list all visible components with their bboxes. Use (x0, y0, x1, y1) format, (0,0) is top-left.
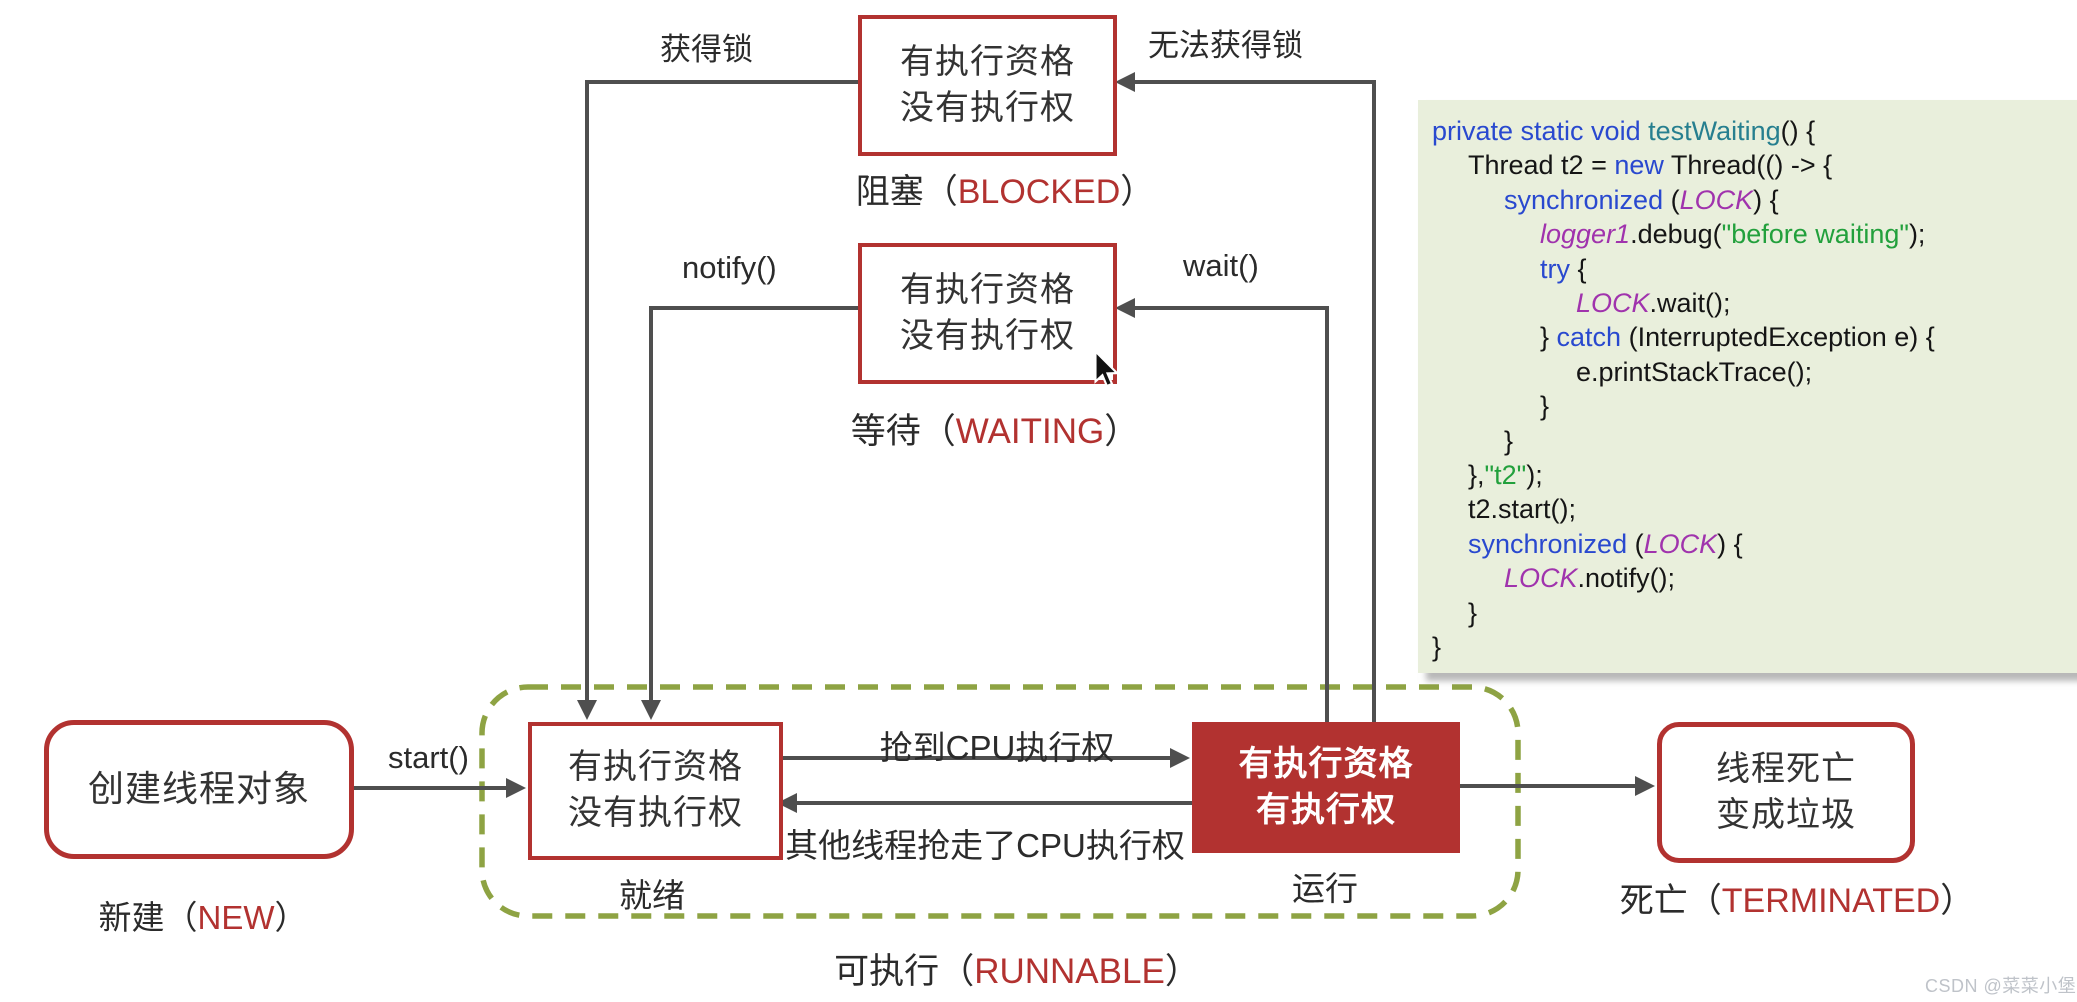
code-line-15: } (1468, 597, 1478, 628)
new-label-en: NEW (197, 899, 275, 936)
runnable-label-paren-open: （ (939, 952, 975, 991)
runnable-label-en: RUNNABLE (974, 952, 1165, 991)
new-label: 新建（NEW） (99, 891, 308, 939)
terminated-label-en: TERMINATED (1721, 882, 1941, 920)
code-line-5: try { (1540, 253, 1587, 284)
code-line-6: LOCK.wait(); (1576, 288, 1731, 319)
terminated-box-line2: 变成垃圾 (1716, 795, 1856, 834)
runnable-label-zh: 可执行 (834, 952, 940, 991)
code-line-14: LOCK.notify(); (1504, 563, 1676, 594)
code-line-3: synchronized (LOCK) { (1504, 184, 1779, 215)
terminated-state-box: 线程死亡 变成垃圾 (1657, 722, 1915, 863)
ready-box-line2: 没有执行权 (568, 794, 743, 832)
code-line-9: } (1540, 391, 1550, 422)
new-state-box: 创建线程对象 (44, 720, 354, 859)
terminated-label-zh: 死亡 (1619, 882, 1688, 920)
lose-cpu-label: 其他线程抢走了CPU执行权 (785, 827, 1185, 864)
code-line-4: logger1.debug("before waiting"); (1540, 219, 1926, 250)
code-line-2: Thread t2 = new Thread(() -> { (1468, 150, 1833, 181)
blocked-label: 阻塞（BLOCKED） (856, 164, 1155, 213)
new-label-zh: 新建 (98, 899, 165, 936)
terminated-label-paren-close: ） (1940, 882, 1975, 920)
waiting-label-paren-close: ） (1104, 412, 1140, 451)
ready-box-line1: 有执行资格 (568, 748, 743, 787)
code-line-8: e.printStackTrace(); (1576, 356, 1813, 387)
runnable-label: 可执行（RUNNABLE） (834, 943, 1200, 994)
start-label: start() (388, 740, 469, 775)
cannot-acquire-lock-label: 无法获得锁 (1148, 28, 1303, 63)
waiting-label: 等待（WAITING） (851, 403, 1139, 454)
terminated-label-paren-open: （ (1687, 882, 1722, 920)
code-line-7: } catch (InterruptedException e) { (1540, 322, 1935, 353)
waiting-state-box: 有执行资格 没有执行权 (858, 243, 1117, 384)
waiting-box-line1: 有执行资格 (900, 270, 1075, 309)
new-box-text: 创建线程对象 (87, 768, 310, 810)
mouse-cursor-icon (1094, 350, 1120, 388)
waiting-label-zh: 等待 (850, 412, 921, 451)
code-line-13: synchronized (LOCK) { (1468, 528, 1743, 559)
waiting-box-line2: 没有执行权 (900, 316, 1075, 355)
arrow-notify (641, 306, 860, 720)
waiting-label-en: WAITING (955, 412, 1105, 451)
wait-label: wait() (1183, 248, 1259, 283)
waiting-label-paren-open: （ (920, 412, 956, 451)
arrow-wait (1115, 298, 1329, 722)
blocked-box-line2: 没有执行权 (900, 88, 1075, 127)
terminated-box-line1: 线程死亡 (1716, 749, 1856, 788)
blocked-state-box: 有执行资格 没有执行权 (858, 15, 1117, 156)
acquire-lock-label: 获得锁 (660, 32, 753, 67)
ready-state-box: 有执行资格 没有执行权 (528, 722, 783, 860)
code-line-1: private static void testWaiting() { (1432, 116, 1816, 146)
running-label: 运行 (1292, 870, 1358, 907)
blocked-label-paren-open: （ (923, 173, 958, 211)
code-line-16: } (1432, 632, 1442, 663)
code-line-12: t2.start(); (1468, 494, 1577, 525)
blocked-label-en: BLOCKED (957, 173, 1121, 211)
grab-cpu-label: 抢到CPU执行权 (879, 729, 1115, 766)
new-label-paren-open: （ (164, 899, 198, 936)
running-box-line1: 有执行资格 (1238, 744, 1414, 783)
blocked-label-zh: 阻塞 (855, 173, 924, 211)
terminated-label: 死亡（TERMINATED） (1620, 873, 1974, 922)
running-state-box: 有执行资格 有执行权 (1192, 722, 1460, 853)
java-code-block: private static void testWaiting() { Threa… (1418, 100, 2077, 673)
arrow-acquire-lock (577, 80, 860, 720)
new-label-paren-close: ） (274, 899, 308, 936)
blocked-label-paren-close: ） (1120, 173, 1155, 211)
ready-label: 就绪 (619, 877, 685, 914)
runnable-dashed-container (479, 684, 1521, 919)
blocked-box-line1: 有执行资格 (900, 42, 1075, 81)
arrow-cannot-acquire-lock (1115, 72, 1376, 722)
watermark-text: CSDN @菜菜小堡 (1925, 976, 2077, 996)
code-line-11: },"t2"); (1468, 460, 1543, 491)
running-box-line2: 有执行权 (1256, 790, 1396, 829)
notify-label: notify() (682, 250, 777, 285)
code-line-10: } (1504, 425, 1514, 456)
runnable-label-paren-close: ） (1164, 952, 1200, 991)
